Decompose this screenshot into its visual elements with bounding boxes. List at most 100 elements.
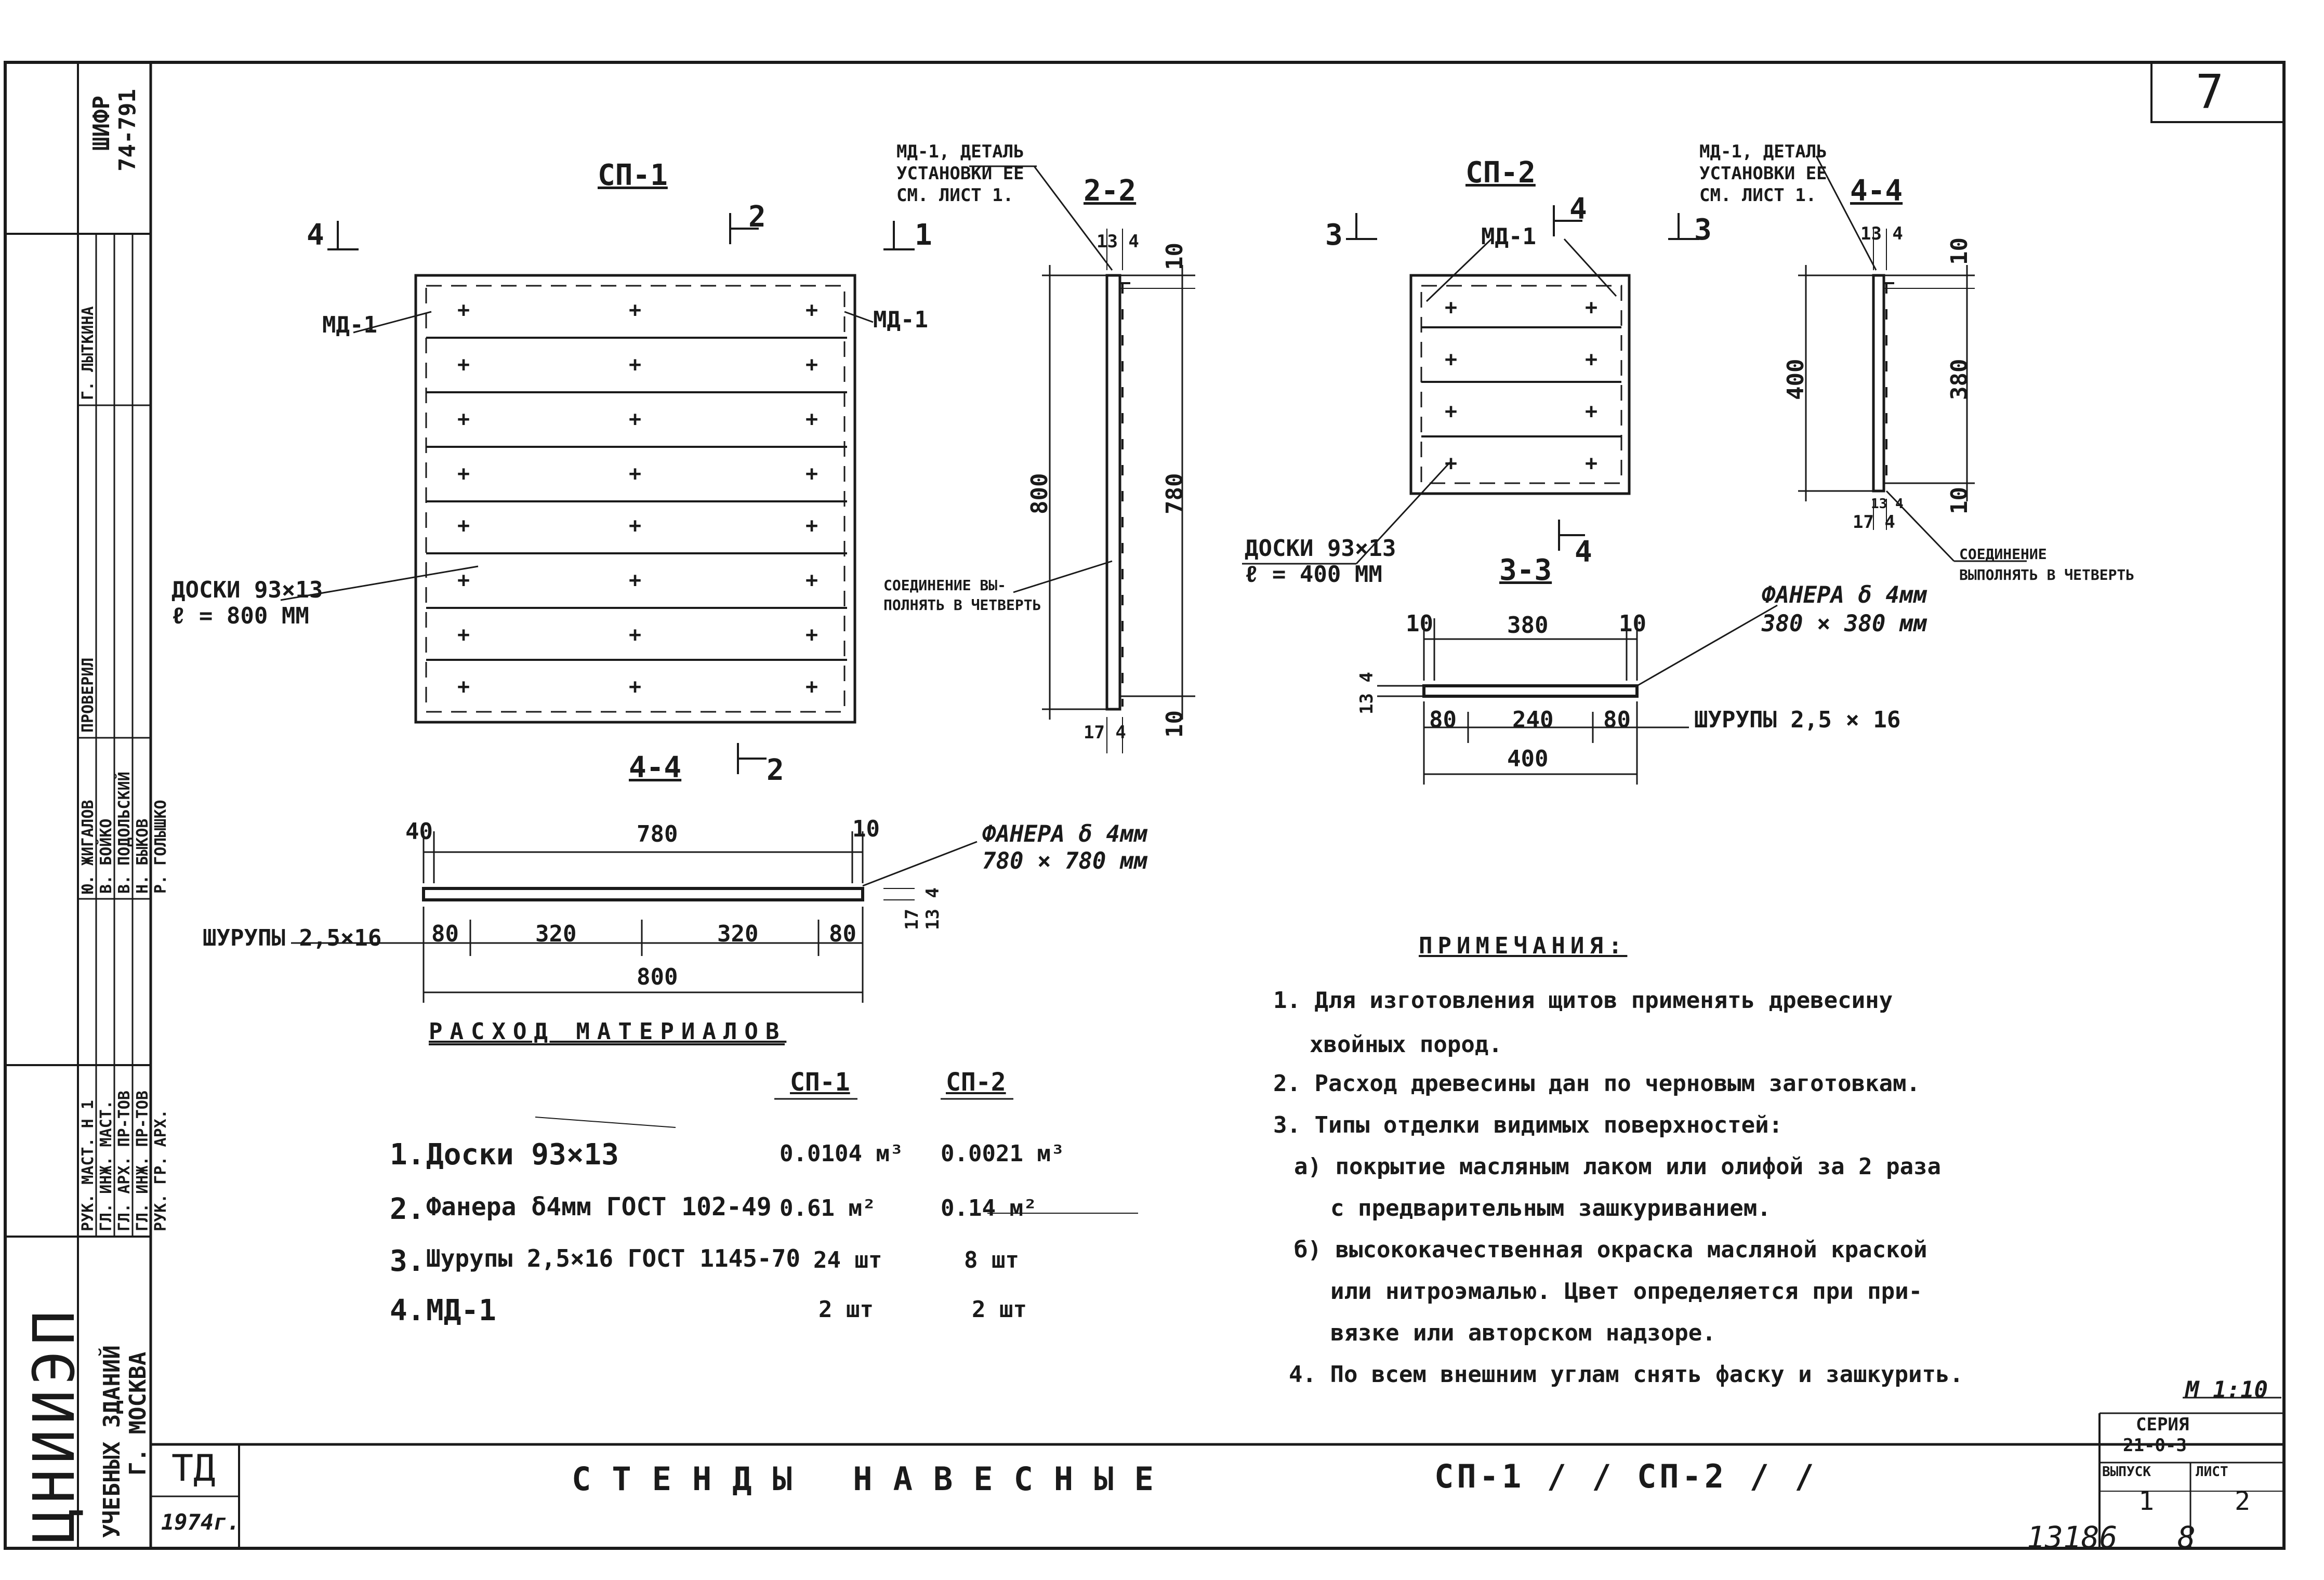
notes-line: 1. Для изготовления щитов применять древ… [1273,987,1893,1014]
svg-text:+: + [1585,296,1597,320]
svg-text:+: + [806,298,818,322]
sp2-joint-1: СОЕДИНЕНИЕ [1959,546,2047,563]
svg-text:+: + [1445,452,1457,475]
sp2-dim-13-4-left: 13 4 [1356,672,1377,714]
svg-text:+: + [1585,400,1597,423]
svg-text:+: + [1445,348,1457,371]
svg-text:+: + [806,353,818,377]
sp1-boards-label-2: ℓ = 800 ММ [171,603,309,629]
sp2-dim-380: 380 [1946,359,1973,400]
sp1-boards-label-1: ДОСКИ 93×13 [171,577,323,603]
sp2-joint-2: ВЫПОЛНЯТЬ В ЧЕТВЕРТЬ [1959,566,2135,583]
sp1-front-view [280,213,915,774]
materials-col-sp2: СП-2 [946,1068,1006,1097]
sp2-section-3-3 [1377,604,1778,785]
notes-line: вязке или авторском надзоре. [1330,1320,1716,1346]
sheet-label: ЛИСТ [2196,1464,2228,1480]
svg-text:+: + [457,407,470,431]
materials-row-sp1: 0.0104 м³ [780,1140,904,1167]
sp2-dim-10-bottom: 10 [1946,487,1973,514]
sp2-marker-top: 4 [1569,192,1587,226]
sp2-screws: ШУРУПЫ 2,5 × 16 [1694,707,1901,733]
sp2-screw-marks: ++ ++ ++ ++ [1445,296,1597,475]
sp1-dim-10-bottom: 10 [1161,710,1188,738]
svg-text:+: + [806,623,818,647]
materials-row-sp1: 0.61 м² [780,1195,876,1221]
sp1-marker-top-mid: 2 [748,200,766,234]
sp2-dim-13-4-bottom: 13 4 [1871,496,1904,512]
sp2-marker-left: 3 [1325,218,1343,252]
sp1-dim-17: 17 [902,909,922,930]
svg-text:+: + [806,407,818,431]
sp1-section-2-2-title: 2-2 [1084,174,1137,208]
series-label: СЕРИЯ [2136,1414,2189,1435]
sp2-title: СП-2 [1465,156,1536,190]
materials-row-sp2: 8 шт [964,1247,1019,1273]
org-sub-2: Г. МОСКВА [125,1351,151,1476]
sp1-plywood-2: 780 × 780 мм [982,848,1147,874]
materials-row-sp2: 0.14 м² [941,1195,1037,1221]
svg-text:+: + [629,353,641,377]
svg-text:+: + [629,407,641,431]
role: ГЛ. ИНЖ. ПР-ТОВ [134,1091,152,1231]
svg-text:+: + [629,675,641,699]
svg-text:+: + [806,675,818,699]
svg-text:+: + [1585,452,1597,475]
svg-text:+: + [1585,348,1597,371]
sp1-section-2-2 [969,165,1195,753]
sp1-dim-10-top: 10 [1161,243,1188,270]
svg-text:+: + [806,462,818,486]
sp1-dim-13-4: 13 4 [1097,231,1139,252]
checked-name: Г. ЛЫТКИНА [79,306,97,400]
notes-line: с предварительным зашкуриванием. [1330,1195,1771,1221]
svg-text:+: + [629,514,641,538]
materials-row-sp1: 2 шт [818,1296,874,1323]
shifr-label: ШИФР [88,96,115,151]
drawing-title: СТЕНДЫ НАВЕСНЫЕ [572,1460,1174,1498]
sp2-plywood-1: ФАНЕРА δ 4мм [1762,582,1927,608]
materials-row-num: 4. [390,1294,425,1327]
org-sub-1: УЧЕБНЫХ ЗДАНИЙ [99,1345,125,1538]
issue-label: ВЫПУСК [2102,1464,2151,1480]
sp1-marker-top-right: 1 [915,218,932,252]
sp2-md-label: МД-1 [1481,223,1536,250]
sp1-joint-2: ПОЛНЯТЬ В ЧЕТВЕРТЬ [883,596,1041,614]
notes-line: хвойных пород. [1310,1031,1502,1058]
sp1-dim-780-top: 780 [637,821,678,847]
page-number: 7 [2196,65,2224,120]
sp2-boards-1: ДОСКИ 93×13 [1245,535,1396,562]
sp1-dim-40-left: 40 [405,818,433,845]
td-label: ТД [171,1447,216,1490]
sp1-section-4-4-title: 4-4 [629,751,682,785]
sp1-md-right: МД-1 [873,307,928,333]
shifr-value: 74-791 [114,89,141,171]
materials-row-num: 2. [390,1192,425,1226]
svg-text:+: + [457,514,470,538]
stamp-tail: 8 [2177,1520,2196,1555]
name: Н. БЫКОВ [134,818,152,894]
notes-line: 2. Расход древесины дан по черновым заго… [1273,1070,1921,1097]
name: В. ПОДОЛЬСКИЙ [115,772,134,894]
sp1-screw-marks: +++ +++ +++ +++ +++ +++ +++ +++ [457,298,818,699]
notes-line: а) покрытие масляным лаком или олифой за… [1294,1153,1942,1180]
sp2-dim-10-right: 10 [1619,610,1646,637]
svg-text:+: + [629,462,641,486]
sp1-md-left: МД-1 [322,312,377,338]
sp1-marker-bottom: 2 [767,753,784,787]
sp2-dim-10-top: 10 [1946,237,1973,265]
sp2-dim-400: 400 [1782,359,1809,400]
issue-value: 1 [2138,1486,2155,1516]
sp1-md-detail-1: МД-1, ДЕТАЛЬ [896,141,1024,162]
svg-text:+: + [629,623,641,647]
sp2-section-4-4 [1798,155,2027,562]
notes-line: или нитроэмалью. Цвет определяется при п… [1330,1278,1923,1305]
outer-frame [4,61,2286,1550]
sp1-dim-780: 780 [1161,473,1188,514]
svg-text:+: + [457,353,470,377]
sp1-joint-1: СОЕДИНЕНИЕ ВЫ- [883,577,1007,594]
sp2-dim-80-b: 80 [1603,707,1631,733]
svg-text:+: + [629,568,641,592]
sp2-md-detail-1: МД-1, ДЕТАЛЬ [1699,141,1827,162]
materials-row-sp2: 0.0021 м³ [941,1140,1065,1167]
